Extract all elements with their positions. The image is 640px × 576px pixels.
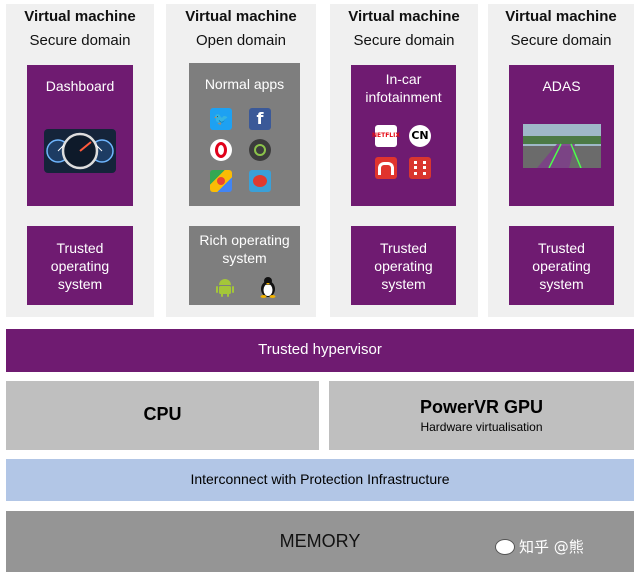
normal-apps-panel: Normal apps 🐦 f xyxy=(189,63,300,206)
adas-panel: ADAS xyxy=(509,65,614,206)
film-icon xyxy=(409,157,431,179)
vm-2: Virtual machine Open domain Normal apps … xyxy=(166,4,316,317)
cpu-block: CPU xyxy=(6,381,319,450)
vm-4: Virtual machine Secure domain ADAS Trust… xyxy=(488,4,634,317)
hypervisor-label: Trusted hypervisor xyxy=(258,341,382,358)
dashboard-gauge-image xyxy=(44,129,116,173)
wechat-icon xyxy=(495,538,515,555)
gpu-block: PowerVR GPU Hardware virtualisation xyxy=(329,381,634,450)
infotainment-panel: In-car infotainment NETFLIX CN xyxy=(351,65,456,206)
panel-label: ADAS xyxy=(542,78,581,94)
opera-icon xyxy=(210,139,232,161)
memory-label: MEMORY xyxy=(279,531,361,551)
panel-label: Trusted operating system xyxy=(374,240,433,292)
dashboard-panel: Dashboard xyxy=(27,65,133,206)
panel-label: Trusted operating system xyxy=(50,240,110,292)
trusted-os-panel: Trusted operating system xyxy=(351,226,456,305)
vm-3: Virtual machine Secure domain In-car inf… xyxy=(330,4,478,317)
vm-subtitle: Secure domain xyxy=(353,32,455,49)
panel-label: Trusted operating system xyxy=(532,240,591,292)
gpu-label: PowerVR GPU xyxy=(419,397,544,417)
vm-subtitle: Secure domain xyxy=(510,32,612,49)
angry-birds-icon xyxy=(249,170,271,192)
trusted-os-panel: Trusted operating system xyxy=(27,226,133,305)
netflix-icon: NETFLIX xyxy=(372,125,400,147)
facebook-icon: f xyxy=(249,108,271,130)
gpu-sublabel: Hardware virtualisation xyxy=(420,420,543,434)
vm-1: Virtual machine Secure domain Dashboard … xyxy=(6,4,154,317)
cartoon-network-icon: CN xyxy=(409,125,431,147)
vm-title: Virtual machine xyxy=(24,8,136,25)
cpu-label: CPU xyxy=(143,404,182,424)
vm-subtitle: Open domain xyxy=(195,32,287,49)
vm-subtitle: Secure domain xyxy=(29,32,131,49)
twitter-icon: 🐦 xyxy=(210,108,232,130)
rich-os-panel: Rich operating system xyxy=(189,226,300,305)
watermark-text: 知乎 @熊 xyxy=(519,538,584,556)
vm-title: Virtual machine xyxy=(185,8,297,25)
interconnect-label: Interconnect with Protection Infrastruct… xyxy=(190,471,450,487)
linux-icon xyxy=(260,277,276,298)
memory-bar: MEMORY xyxy=(6,511,634,572)
maps-icon xyxy=(210,170,232,192)
trusted-hypervisor-bar: Trusted hypervisor xyxy=(6,329,634,372)
watermark: 知乎 @熊 xyxy=(495,536,584,557)
wear-icon xyxy=(249,139,271,161)
panel-label: Rich operating system xyxy=(199,232,290,266)
vm-title: Virtual machine xyxy=(505,8,617,25)
adas-road-image xyxy=(523,124,601,168)
android-icon xyxy=(216,279,234,297)
panel-label: Normal apps xyxy=(204,76,285,92)
media-app-icon xyxy=(375,157,397,179)
interconnect-bar: Interconnect with Protection Infrastruct… xyxy=(6,459,634,501)
trusted-os-panel: Trusted operating system xyxy=(509,226,614,305)
vm-title: Virtual machine xyxy=(348,8,460,25)
panel-label: Dashboard xyxy=(45,78,115,94)
panel-label: In-car infotainment xyxy=(365,71,442,105)
